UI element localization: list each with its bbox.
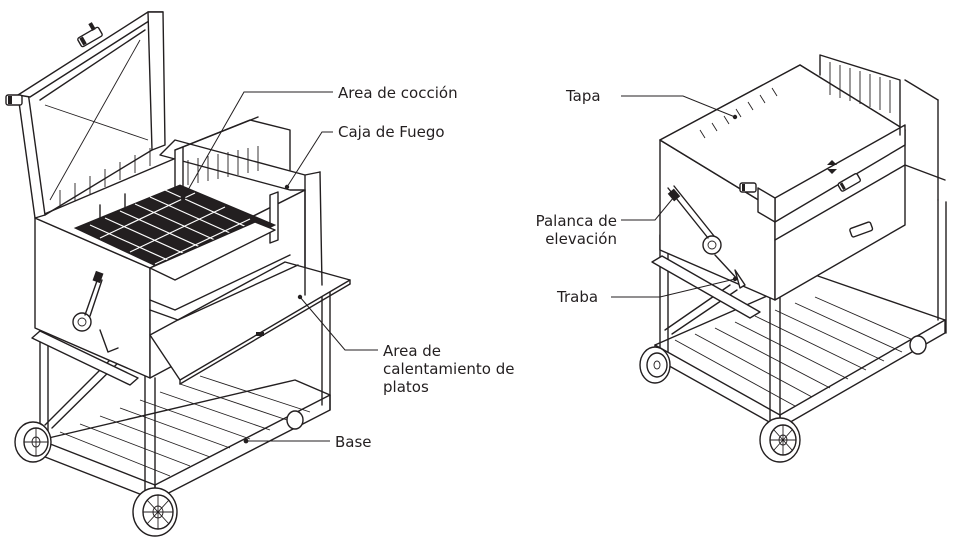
right-lid [659,64,906,223]
left-wheel-rear-small [286,410,304,430]
left-lid [5,11,166,219]
right-side-tray [651,255,761,319]
left-cooking-grate [73,184,299,321]
label-tapa: Tapa [566,87,601,105]
left-warming-shelf [149,261,351,385]
label-base: Base [335,433,372,451]
left-wheel-front [132,487,178,537]
leader-area-coccion [183,91,333,198]
right-lower-tray [774,164,946,241]
right-back-rack [819,54,939,201]
leader-caja-fuego [286,131,333,188]
left-side-tray [31,330,139,386]
label-palanca: Palanca de elevación [535,212,617,248]
label-traba: Traba [557,288,599,306]
left-grill [5,11,351,537]
leader-tapa [621,95,736,118]
label-area-coccion: Area de cocción [338,84,458,102]
label-caja-fuego: Caja de Fuego [338,123,445,141]
leader-palanca [621,196,675,221]
right-wheel-back [639,346,671,384]
right-grill [639,54,947,463]
leader-lines [183,91,738,444]
left-wheel-back [14,421,52,463]
right-wheel-rear-small [909,335,927,355]
leader-area-calentamiento [299,296,378,351]
right-wheel-front [759,417,801,463]
label-area-calentamiento: Area de calentamiento de platos [383,342,515,396]
right-lower-handle [849,221,874,238]
leader-traba [611,278,736,298]
